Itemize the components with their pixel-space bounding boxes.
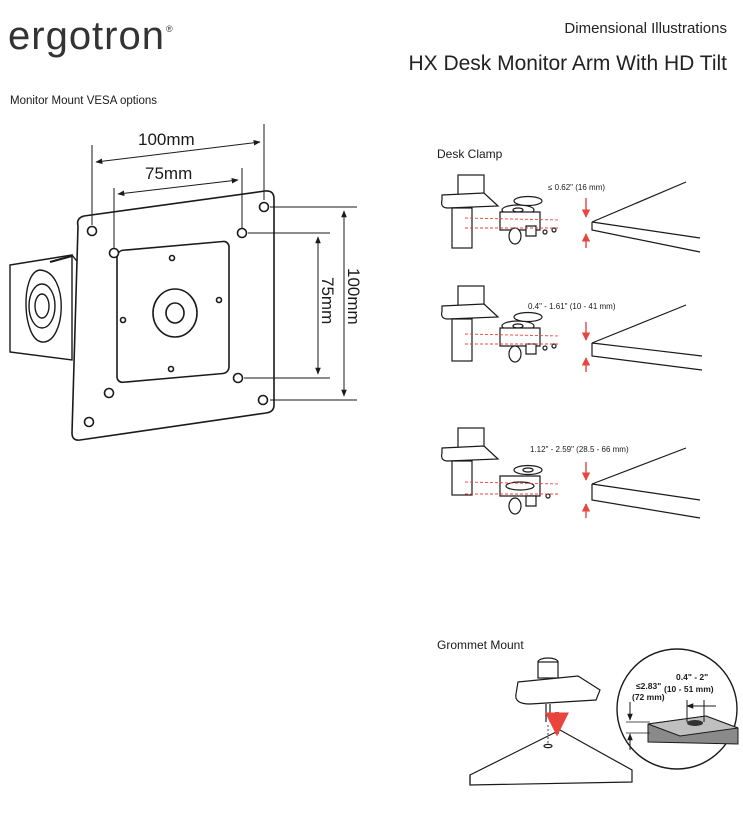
dim-100mm-vertical: 100mm xyxy=(344,268,363,325)
desk-clamp-option-2: 0.4" - 1.61" (10 - 41 mm) xyxy=(441,285,703,372)
registered-mark: ® xyxy=(165,24,174,34)
ergotron-logo: ergotron® xyxy=(8,14,174,59)
document-type: Dimensional Illustrations xyxy=(564,20,727,37)
grommet-mount-title: Grommet Mount xyxy=(437,638,524,652)
desk-clamp-option-3: 1.12" - 2.59" (28.5 - 66 mm) xyxy=(441,427,701,519)
arm-stub xyxy=(9,254,81,361)
clamp-range-label-2: 0.4" - 1.61" (10 - 41 mm) xyxy=(528,302,616,311)
clamp-range-label-1: ≤ 0.62" (16 mm) xyxy=(548,183,605,192)
vesa-plate xyxy=(71,190,275,441)
dim-75mm-vertical: 75mm xyxy=(318,277,337,324)
logo-text: ergotron xyxy=(8,14,165,58)
dim-100mm-horizontal: 100mm xyxy=(138,130,195,149)
grommet-thickness-label: ≤2.83" xyxy=(636,681,661,691)
grommet-mount-drawing: ≤2.83" (72 mm) 0.4" - 2" (10 - 51 mm) xyxy=(469,648,739,786)
desk-clamp-option-1: ≤ 0.62" (16 mm) xyxy=(441,174,701,253)
desk-clamp-title: Desk Clamp xyxy=(437,147,503,161)
vesa-section-title: Monitor Mount VESA options xyxy=(10,95,158,107)
clamp-range-label-3: 1.12" - 2.59" (28.5 - 66 mm) xyxy=(530,445,629,454)
dim-75mm-horizontal: 75mm xyxy=(145,164,192,183)
grommet-thickness-mm-label: (72 mm) xyxy=(632,692,665,702)
grommet-hole-mm-label: (10 - 51 mm) xyxy=(664,684,714,694)
grommet-hole-label: 0.4" - 2" xyxy=(676,672,708,682)
product-title: HX Desk Monitor Arm With HD Tilt xyxy=(408,52,727,75)
vesa-dimension-lines xyxy=(91,124,357,401)
